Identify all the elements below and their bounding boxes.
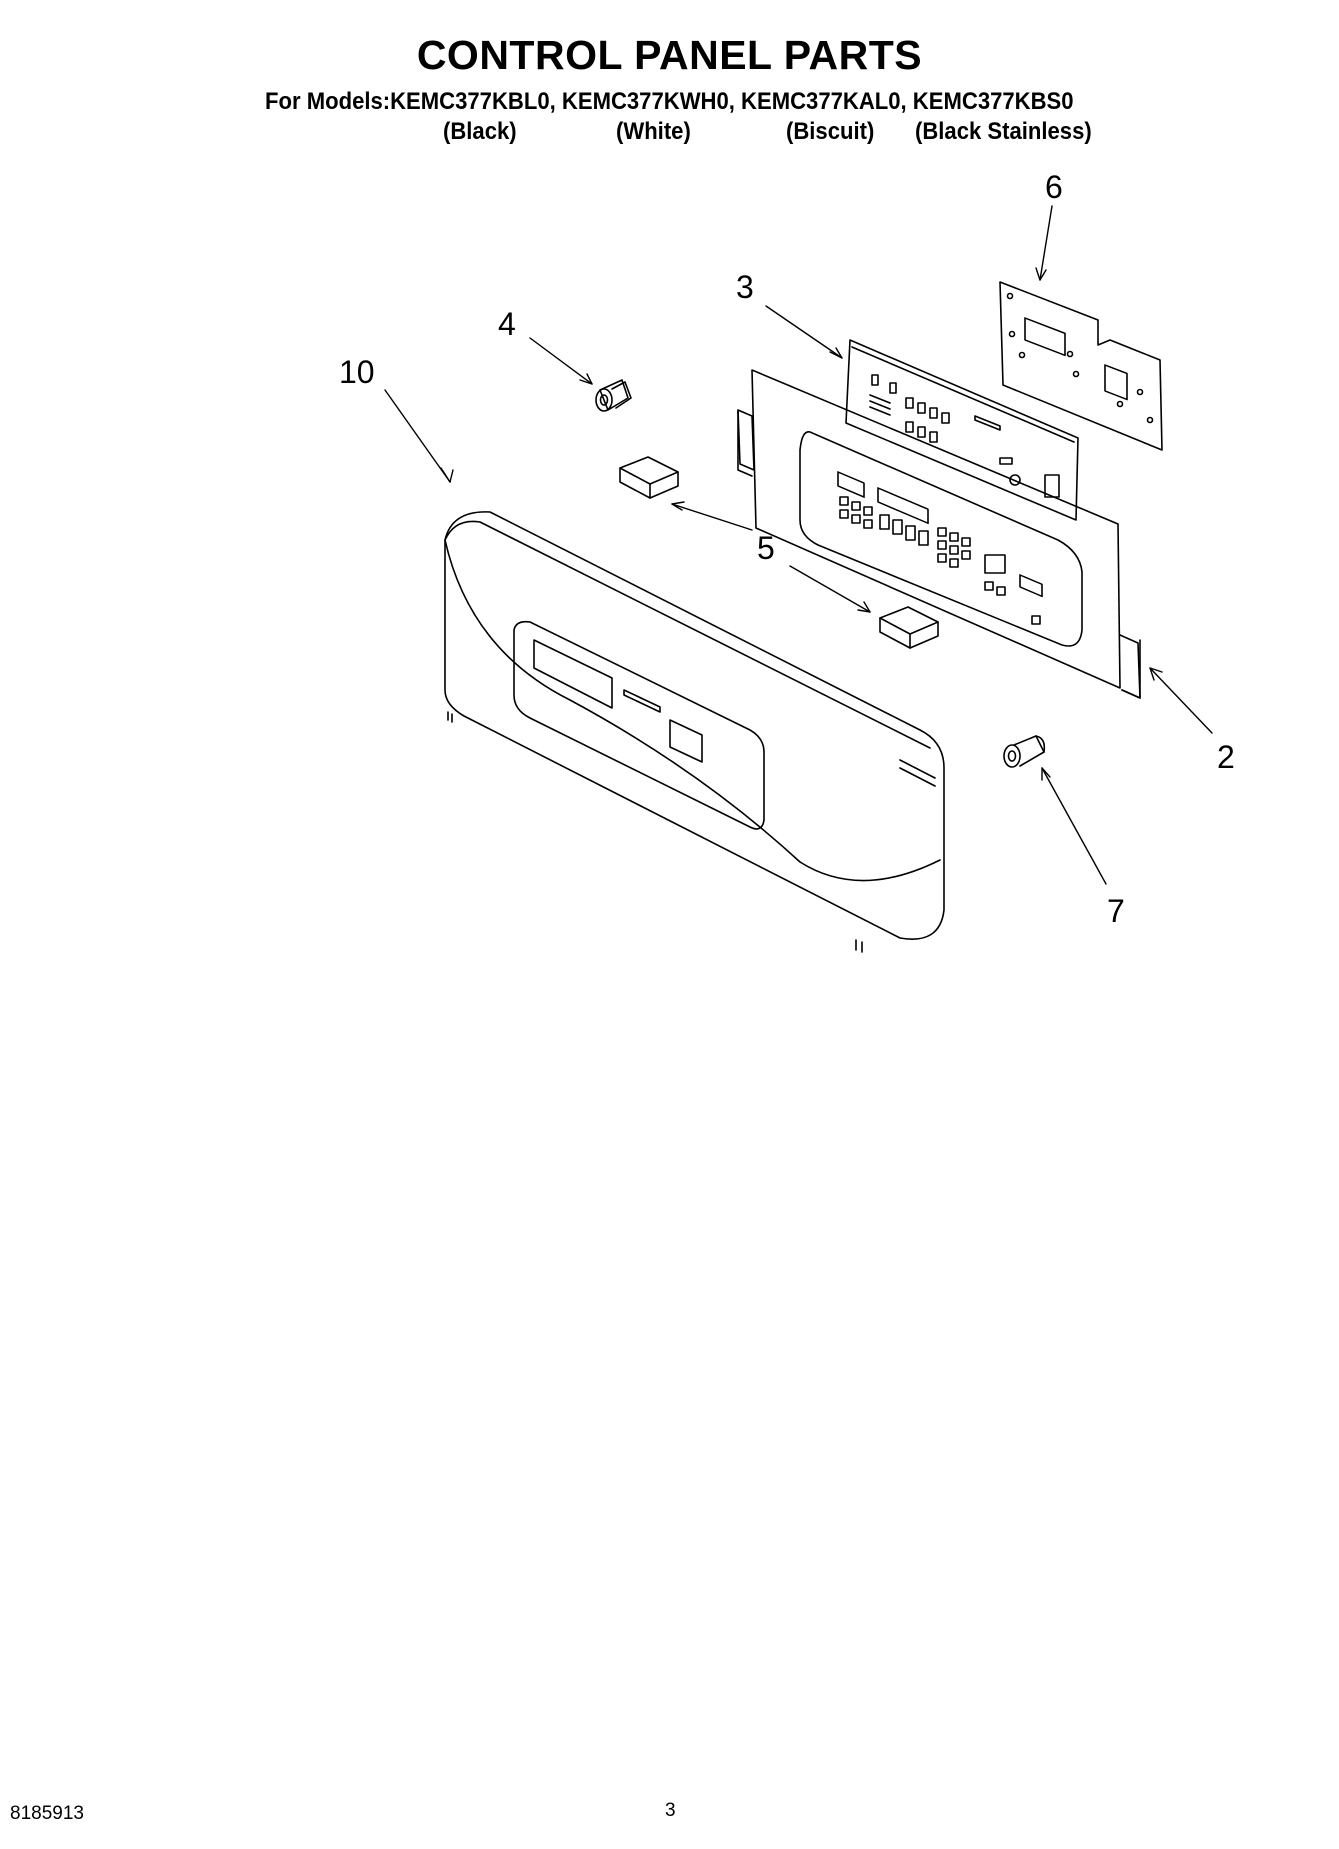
color-label-biscuit: (Biscuit) (786, 118, 875, 145)
callout-6: 6 (1045, 169, 1063, 205)
callout-5: 5 (757, 530, 775, 566)
part-5-bracket-upper (619, 456, 679, 499)
part-5-bracket-lower (879, 606, 939, 649)
page-title: CONTROL PANEL PARTS (416, 32, 923, 78)
color-label-black-stainless: (Black Stainless) (915, 118, 1092, 145)
color-label-black: (Black) (443, 118, 517, 145)
callout-3: 3 (736, 269, 754, 305)
callout-4: 4 (498, 306, 516, 342)
part-7-spacer (1003, 735, 1046, 768)
color-label-white: (White) (616, 118, 691, 145)
model-list: For Models:KEMC377KBL0, KEMC377KWH0, KEM… (265, 88, 1074, 115)
leader-lines (384, 205, 1213, 885)
document-number: 8185913 (10, 1803, 84, 1824)
callout-2: 2 (1217, 739, 1235, 775)
part-6-board (999, 281, 1163, 451)
page-number: 3 (665, 1800, 676, 1821)
callout-7: 7 (1107, 893, 1125, 929)
part-10-console (444, 511, 945, 953)
part-4-spacer (595, 379, 632, 412)
part-2-panel (737, 369, 1141, 699)
callout-10: 10 (339, 354, 375, 390)
